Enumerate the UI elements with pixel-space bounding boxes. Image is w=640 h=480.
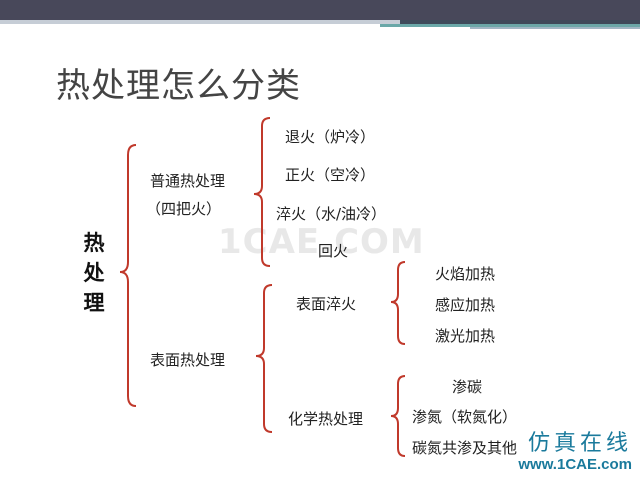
node-annealing: 退火（炉冷） (285, 128, 376, 146)
brace-surface (255, 284, 273, 433)
node-ordinary-sublabel: （四把火） (146, 200, 222, 218)
header-stripe-teal (380, 24, 640, 27)
root-node: 热 处 理 (82, 228, 106, 318)
node-induction-heating: 感应加热 (435, 296, 496, 314)
logo-cn: 仿真在线 (527, 431, 632, 456)
node-laser-heating: 激光加热 (435, 327, 496, 345)
brace-quench (390, 261, 406, 345)
root-char: 热 (83, 231, 105, 255)
node-quenching: 淬火（水/油冷） (276, 205, 387, 223)
site-logo: 仿真在线 www.1CAE.com (518, 432, 632, 474)
header-stripe-blue (470, 27, 640, 29)
brace-ordinary (253, 117, 271, 267)
node-carburizing: 渗碳 (452, 378, 483, 396)
node-carbonitriding: 碳氮共渗及其他 (412, 439, 518, 457)
slide-title: 热处理怎么分类 (56, 66, 301, 106)
brace-root (119, 144, 137, 407)
node-ordinary-label: 普通热处理 (150, 172, 226, 190)
root-char: 处 (83, 261, 105, 285)
header-bar (0, 0, 640, 20)
node-surface-label: 表面热处理 (150, 351, 226, 369)
node-nitriding: 渗氮（软氮化） (412, 408, 518, 426)
header-stripe-light (0, 20, 400, 24)
logo-url: www.1CAE.com (518, 456, 632, 473)
node-tempering: 回火 (318, 242, 349, 260)
node-chemical: 化学热处理 (288, 410, 364, 428)
node-surface-quench: 表面淬火 (296, 295, 357, 313)
watermark: 1CAE.COM (218, 222, 425, 262)
node-flame-heating: 火焰加热 (435, 265, 496, 283)
brace-chemical (390, 375, 406, 457)
node-normalizing: 正火（空冷） (285, 166, 376, 184)
header-stripe-dark (400, 20, 640, 24)
root-char: 理 (83, 291, 105, 315)
